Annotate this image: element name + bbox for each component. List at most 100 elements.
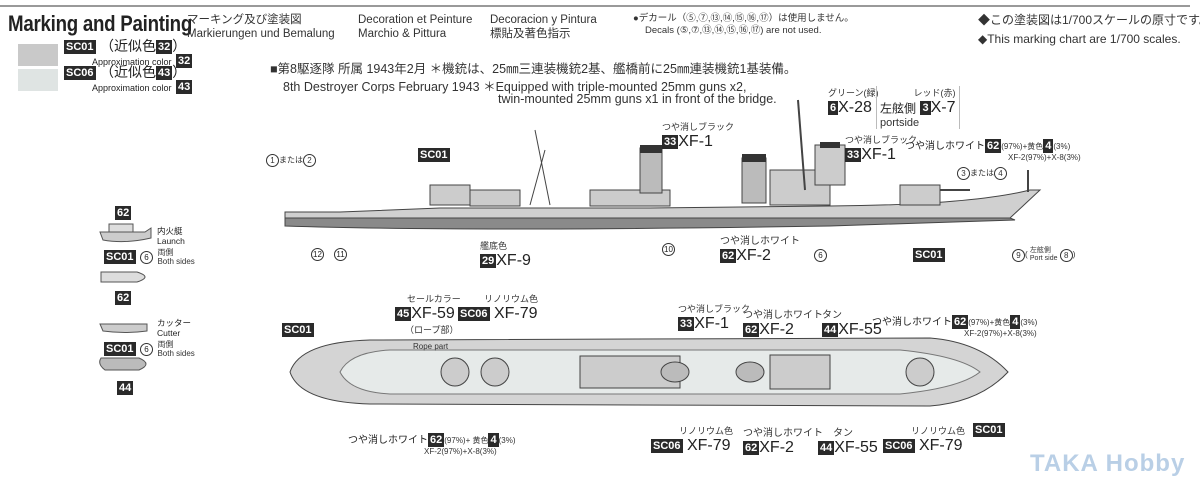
percent: (3%) [1053, 142, 1071, 151]
note-en-1: 8th Destroyer Corps February 1943 ＊Equip… [283, 80, 747, 94]
callout-linoleum-1: リノリウム色 SC06 XF-79 [458, 292, 538, 323]
portside-en: portside [880, 117, 920, 130]
badge: 44 [117, 381, 134, 395]
badge: 62 [428, 433, 445, 448]
cutter-en: Cutter [157, 328, 181, 338]
decal-number: 12 [311, 248, 324, 261]
title-it: Marchio & Pittura [358, 28, 447, 40]
jp-label: タン [833, 428, 853, 439]
badge: 44 [818, 441, 835, 455]
sides-jp: 両側 [157, 248, 174, 257]
badge: 33 [845, 148, 862, 162]
badge: 3 [920, 101, 931, 115]
jp-label: つや消しホワイト [872, 317, 952, 328]
jp-label: つや消しブラック [662, 122, 735, 132]
paint-code: XF-55 [834, 439, 878, 456]
mix-formula: XF-2(97%)+X-8(3%) [964, 329, 1037, 339]
badge: 62 [743, 323, 760, 337]
jp-label: グリーン(緑) [828, 88, 879, 98]
swatch-sc06 [18, 69, 58, 91]
legend-jp: （近似色 [99, 64, 156, 81]
paint-code: XF-79 [493, 305, 538, 322]
paint-code: XF-2 [759, 439, 794, 456]
jp-label: つや消しホワイト [743, 310, 823, 321]
decal-number: 4 [994, 167, 1007, 180]
port-jp: 左舷側 [1029, 247, 1051, 254]
badge: 29 [480, 254, 497, 268]
badge: 62 [720, 249, 737, 263]
jp-label: つや消しブラック [845, 135, 918, 145]
decal-number: 11 [334, 248, 347, 261]
cutter-jp: カッター [157, 318, 192, 328]
paint-code: XF-79 [686, 437, 731, 454]
badge: 43 [176, 80, 193, 94]
launch-jp: 内火艇 [157, 226, 183, 236]
paren: ） [172, 38, 187, 55]
decal-number: 8 [1059, 248, 1073, 262]
paint-code: XF-59 [411, 305, 455, 322]
badge: SC01 [64, 40, 96, 54]
title-jp: マーキング及び塗装図 [187, 14, 302, 26]
badge: 44 [822, 323, 839, 337]
percent: (97%)+ 黄色 [444, 436, 489, 445]
title-de: Markierungen und Bemalung [187, 28, 335, 40]
jp-label: つや消しホワイト [720, 236, 800, 247]
scale-note-en: ◆This marking chart are 1/700 scales. [978, 32, 1181, 46]
legend-jp: （近似色 [99, 38, 156, 55]
badge: SC06 [651, 439, 683, 453]
badge: SC01 [913, 248, 945, 262]
jp-label: 艦底色 [480, 241, 508, 251]
badge: 62 [743, 441, 760, 455]
percent: (3%) [498, 436, 516, 445]
badge: 62 [115, 291, 132, 305]
paint-code: XF-79 [918, 437, 963, 454]
paint-code: X-28 [838, 99, 872, 116]
jp-label: つや消しホワイト [905, 141, 985, 152]
badge: 4 [488, 433, 499, 448]
badge: 6 [828, 101, 839, 115]
badge: SC06 [458, 307, 490, 321]
sides-jp: 両側 [157, 340, 174, 349]
title-zh: 標貼及著色指示 [490, 28, 571, 40]
percent: (3%) [1020, 318, 1038, 327]
scale-note: ◆この塗装図は1/700スケールの原寸です。◆This marking char… [978, 11, 1200, 49]
paint-code: XF-2 [759, 321, 794, 338]
paint-code: XF-55 [838, 321, 882, 338]
badge: SC06 [883, 439, 915, 453]
boats-drawing [99, 223, 152, 371]
badge: SC06 [64, 66, 96, 80]
badge: SC01 [973, 423, 1005, 437]
launch-en: Launch [157, 236, 185, 246]
side-view-ship [284, 99, 1042, 230]
jp-label: リノリウム色 [484, 294, 539, 304]
note-en-2: twin-mounted 25mm guns x1 in front of th… [498, 92, 777, 106]
mix-formula: XF-2(97%)+X-8(3%) [1008, 153, 1081, 163]
or-label: または [970, 168, 994, 178]
badge: 32 [176, 54, 193, 68]
badge: SC01 [104, 250, 136, 264]
paint-code: XF-1 [694, 315, 729, 332]
sides-en: Both sides [157, 349, 195, 358]
or-label: または [279, 155, 303, 165]
decals-note-en: Decals (⑤,⑦,⑬,⑭,⑮,⑯,⑰) are not used. [645, 25, 822, 36]
decal-number: 3 [957, 167, 970, 180]
top-rule [0, 5, 1190, 7]
rope-en: Rope part [413, 342, 449, 352]
